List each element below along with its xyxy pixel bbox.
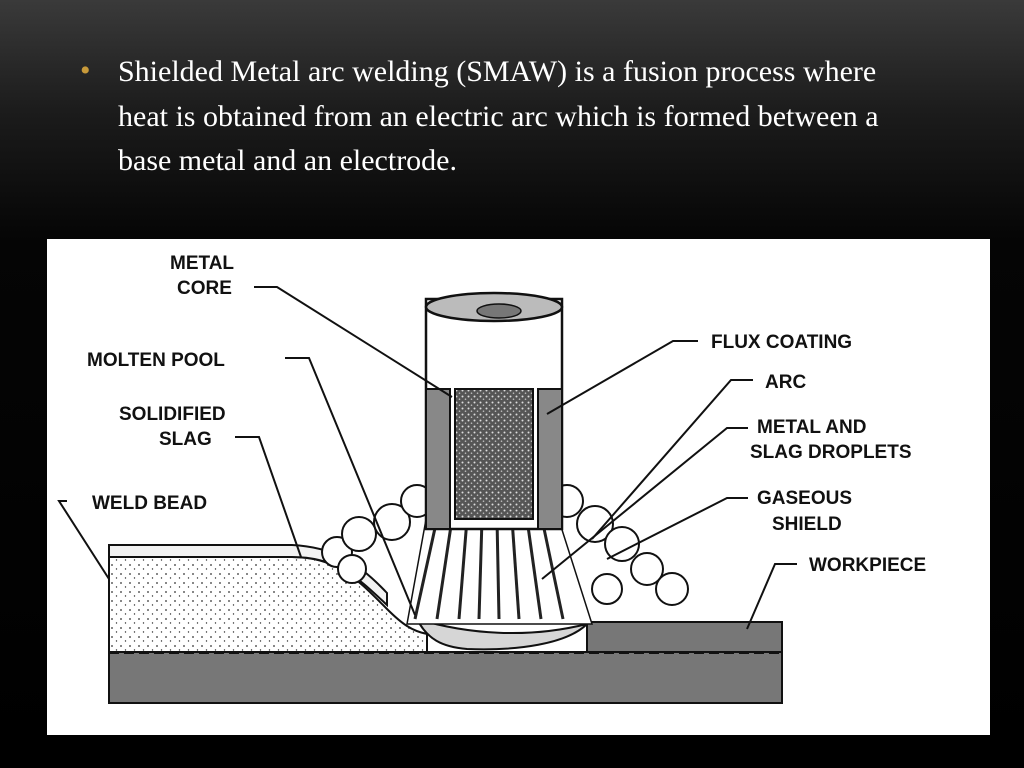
smaw-diagram-svg: METAL CORE MOLTEN POOL SOLIDIFIED SLAG W… <box>57 253 926 704</box>
label-metal: METAL <box>170 253 234 274</box>
workpiece-plate <box>108 651 783 704</box>
label-slag-droplets: SLAG DROPLETS <box>750 442 912 463</box>
bullet-text: Shielded Metal arc welding (SMAW) is a f… <box>118 55 879 177</box>
flux-coating-right <box>537 388 563 530</box>
label-metal-and: METAL AND <box>757 417 866 438</box>
label-slag: SLAG <box>159 429 212 450</box>
bullet-icon: • <box>80 54 91 87</box>
label-arc: ARC <box>765 372 806 393</box>
label-weld-bead: WELD BEAD <box>92 493 207 514</box>
core-top <box>476 303 522 319</box>
metal-core <box>454 388 534 520</box>
label-flux-coating: FLUX COATING <box>711 332 852 353</box>
workpiece-right <box>586 621 783 653</box>
leader-lines <box>57 286 797 630</box>
weld-bead <box>108 556 428 653</box>
arc-streams <box>413 518 565 620</box>
label-workpiece: WORKPIECE <box>809 555 926 576</box>
label-molten-pool: MOLTEN POOL <box>87 350 225 371</box>
label-core: CORE <box>177 278 232 299</box>
label-shield: SHIELD <box>772 514 842 535</box>
label-solidified: SOLIDIFIED <box>119 404 226 425</box>
label-gaseous: GASEOUS <box>757 488 852 509</box>
molten-pool <box>415 617 591 651</box>
smaw-diagram: METAL CORE MOLTEN POOL SOLIDIFIED SLAG W… <box>47 239 990 735</box>
flux-coating-left <box>425 388 451 530</box>
